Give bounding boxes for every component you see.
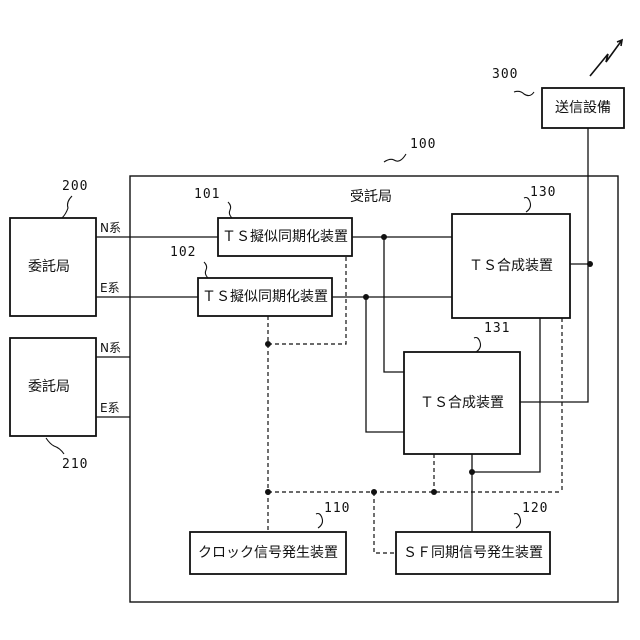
consignor-200-label: 委託局 xyxy=(28,260,70,274)
consignor-210-n-line-label: N系 xyxy=(100,342,121,354)
consignor-200-ref: 200 xyxy=(62,180,88,193)
consignor-210-ref: 210 xyxy=(62,458,88,471)
clock-generator-ref: 110 xyxy=(324,502,350,515)
transmitter-ref: 300 xyxy=(492,68,518,81)
ts-combiner-130-ref: 130 xyxy=(530,186,556,199)
ts-pseudo-sync-101-label: ＴＳ擬似同期化装置 xyxy=(218,230,352,244)
consignor-200-n-line-label: N系 xyxy=(100,222,121,234)
transmitter-label: 送信設備 xyxy=(542,101,624,115)
ts-combiner-131-label: ＴＳ合成装置 xyxy=(404,396,520,410)
ts-combiner-131-ref: 131 xyxy=(484,322,510,335)
consignor-200-e-line-label: E系 xyxy=(100,282,120,294)
trustee-station-label: 受託局 xyxy=(350,190,392,204)
lightning-bolt-icon xyxy=(590,40,622,76)
ts-combiner-130-label: ＴＳ合成装置 xyxy=(452,259,570,273)
trustee-station-ref: 100 xyxy=(410,138,436,151)
sf-sync-generator-label: ＳＦ同期信号発生装置 xyxy=(396,546,550,560)
ts-pseudo-sync-101-ref: 101 xyxy=(194,188,220,201)
consignor-210-e-line-label: E系 xyxy=(100,402,120,414)
clock-generator-label: クロック信号発生装置 xyxy=(190,546,346,560)
ts-pseudo-sync-102-ref: 102 xyxy=(170,246,196,259)
trustee-station-frame xyxy=(130,176,618,602)
reference-leaders xyxy=(46,91,534,528)
ts-pseudo-sync-102-label: ＴＳ擬似同期化装置 xyxy=(198,290,332,304)
sf-sync-generator-ref: 120 xyxy=(522,502,548,515)
consignor-210-label: 委託局 xyxy=(28,380,70,394)
